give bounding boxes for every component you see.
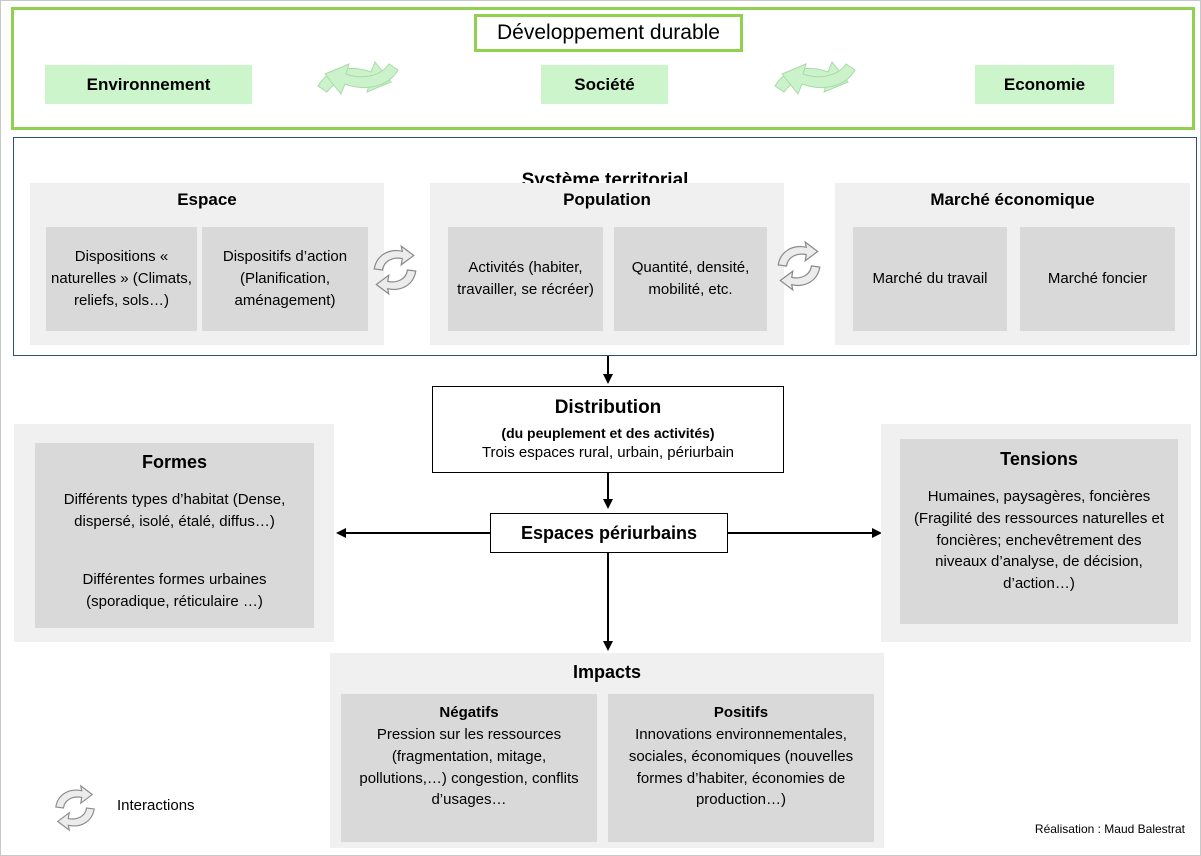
pillar-economie: Economie xyxy=(975,65,1114,104)
arrow-head xyxy=(603,374,613,384)
tensions-text: Humaines, paysagères, foncières (Fragili… xyxy=(913,488,1165,592)
arrow-head xyxy=(336,528,346,538)
espace-item-dispositifs: Dispositifs d’action (Planification, amé… xyxy=(202,227,368,331)
formes-text-habitat: Différents types d’habitat (Dense, dispe… xyxy=(63,491,286,530)
population-item-quantite: Quantité, densité, mobilité, etc. xyxy=(614,227,767,331)
cycle-arrows-icon xyxy=(55,785,95,831)
population-item-activites: Activités (habiter, travailler, se récré… xyxy=(448,227,603,331)
impacts-negatifs-box xyxy=(341,694,597,842)
espace-title: Espace xyxy=(177,190,237,209)
arrow-line xyxy=(607,356,609,374)
pillar-environnement: Environnement xyxy=(45,65,252,104)
distribution-subtitle: (du peuplement et des activités) xyxy=(501,425,715,441)
arrow-head xyxy=(603,499,613,509)
tensions-title: Tensions xyxy=(1000,449,1078,469)
sustainable-development-box xyxy=(11,7,1195,130)
credit-text: Réalisation : Maud Balestrat xyxy=(1034,822,1185,836)
tensions-box xyxy=(900,439,1178,624)
marche-item-foncier: Marché foncier xyxy=(1020,227,1175,331)
arrow-line xyxy=(607,473,609,499)
arrow-head xyxy=(872,528,882,538)
marche-title: Marché économique xyxy=(930,190,1095,209)
distribution-text: Trois espaces rural, urbain, périurbain xyxy=(481,444,735,461)
interaction-icon xyxy=(373,245,417,295)
arrow-line xyxy=(345,532,490,534)
pillar-societe: Société xyxy=(541,65,668,104)
population-title: Population xyxy=(563,190,651,209)
periurban-spaces-box: Espaces périurbains xyxy=(490,513,728,553)
arrow-head xyxy=(603,641,613,651)
formes-box xyxy=(35,443,314,628)
marche-item-travail: Marché du travail xyxy=(853,227,1007,331)
distribution-title: Distribution xyxy=(554,397,662,418)
impacts-negatifs-text: Pression sur les ressources (fragmentati… xyxy=(359,726,579,809)
distribution-box xyxy=(432,386,784,473)
legend-label: Interactions xyxy=(117,797,195,814)
impacts-positifs-title: Positifs xyxy=(713,704,769,721)
formes-title: Formes xyxy=(141,452,208,472)
territorial-system-box xyxy=(13,137,1197,356)
espace-item-dispositions: Dispositions « naturelles » (Climats, re… xyxy=(46,227,197,331)
formes-text-urbaines: Différentes formes urbaines (sporadique,… xyxy=(82,571,267,610)
arrow-line xyxy=(607,553,609,641)
impacts-title: Impacts xyxy=(572,662,642,682)
arrow-line xyxy=(728,532,872,534)
sustainable-development-title: Développement durable xyxy=(474,14,743,52)
impacts-positifs-text: Innovations environnementales, sociales,… xyxy=(628,726,854,809)
impacts-positifs-box xyxy=(608,694,874,842)
impacts-negatifs-title: Négatifs xyxy=(439,704,499,721)
green-cycle-arrows-icon xyxy=(317,61,399,95)
interaction-icon xyxy=(777,241,821,291)
green-cycle-arrows-icon xyxy=(774,61,856,95)
